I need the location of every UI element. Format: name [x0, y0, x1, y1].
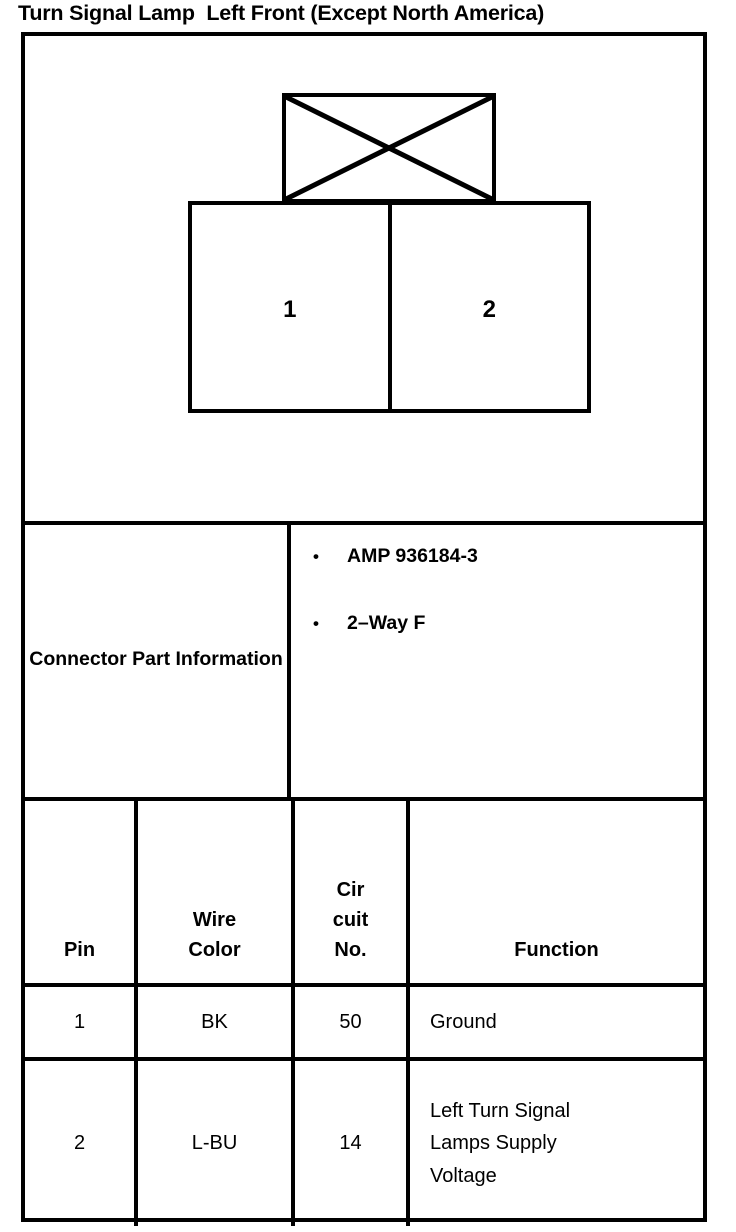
connector-way-type: 2–Way F	[347, 612, 426, 634]
divider-part-info-bottom	[21, 797, 707, 801]
pin-table: Pin Wire Color Cir cuit No. Function 1 B…	[25, 797, 703, 1226]
cell-wire-color: L-BU	[134, 1061, 291, 1226]
column-header-wire-color: Wire Color	[134, 797, 291, 983]
connector-body: 1 2	[188, 201, 591, 413]
cell-circuit-no: 50	[291, 987, 406, 1057]
page-title: Turn Signal Lamp Left Front (Except Nort…	[18, 1, 545, 25]
pin-table-header-row: Pin Wire Color Cir cuit No. Function	[25, 797, 703, 983]
connector-detail-frame: 1 2 Connector Part Information • AMP 936…	[21, 32, 707, 1226]
bullet-icon: •	[313, 614, 319, 633]
cell-function: Left Turn Signal Lamps Supply Voltage	[406, 1061, 703, 1226]
connector-part-information-values: • AMP 936184-3 • 2–Way F	[291, 521, 703, 797]
cell-pin: 2	[73, 1132, 86, 1154]
connector-part-item: • 2–Way F	[313, 612, 703, 635]
connector-part-item: • AMP 936184-3	[313, 545, 703, 568]
connector-part-information-label: Connector Part Information	[25, 521, 291, 797]
diagram-pin-label-2: 2	[482, 296, 496, 323]
cell-wire-color: BK	[134, 987, 291, 1057]
bullet-icon: •	[313, 547, 319, 566]
diagram-pin-cell-1: 1	[192, 205, 388, 409]
connector-part-information-section: Connector Part Information • AMP 936184-…	[25, 521, 703, 797]
column-header-circuit-no: Cir cuit No.	[291, 797, 406, 983]
cell-pin: 1	[73, 1010, 86, 1033]
table-row: 2 L-BU 14 Left Turn Signal Lamps Supply …	[25, 1057, 703, 1226]
column-header-function: Function	[406, 797, 703, 983]
cell-circuit-no: 14	[291, 1061, 406, 1226]
table-row: 1 BK 50 Ground	[25, 983, 703, 1057]
divider-diagram-bottom	[21, 521, 707, 525]
connector-part-number: AMP 936184-3	[347, 545, 478, 567]
crossed-box-icon	[282, 93, 496, 203]
diagram-pin-cell-2: 2	[387, 205, 588, 409]
connector-diagram: 1 2	[25, 36, 703, 521]
cell-function: Ground	[406, 987, 703, 1057]
diagram-pin-label-1: 1	[283, 296, 297, 323]
column-header-pin: Pin	[63, 939, 96, 961]
